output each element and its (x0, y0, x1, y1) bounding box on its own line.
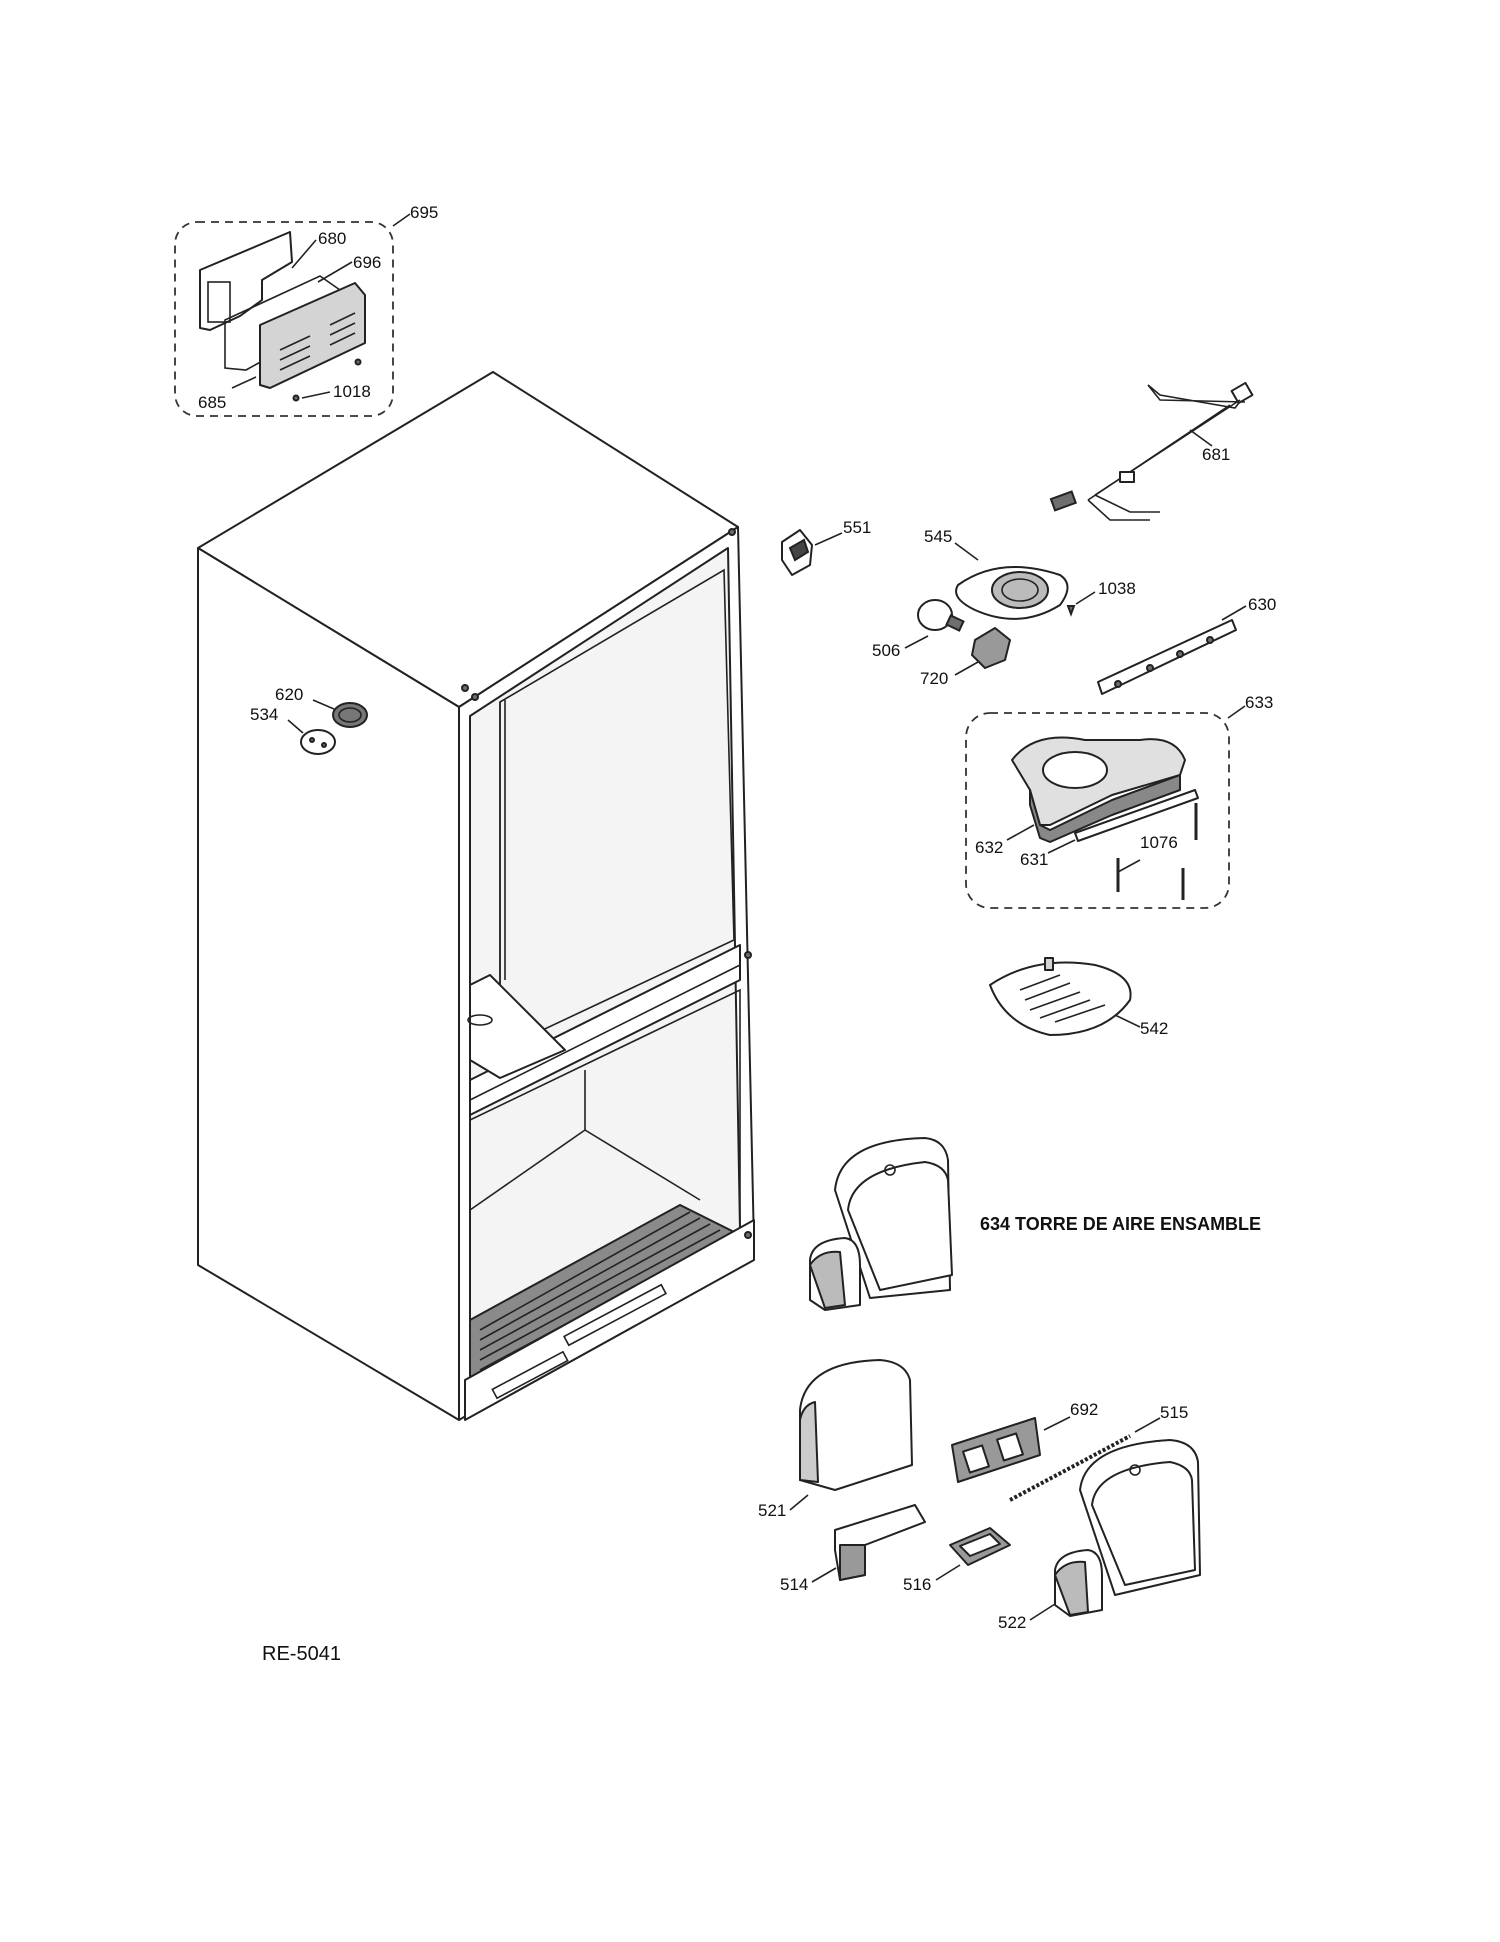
callout-506: 506 (872, 641, 900, 660)
callout-521: 521 (758, 1501, 786, 1520)
callout-720: 720 (920, 669, 948, 688)
part-542-grille: 542 (989, 957, 1168, 1038)
module-695-group: 695 680 696 685 1018 (174, 203, 438, 417)
diagram-code: RE-5041 (262, 1643, 341, 1665)
part-630-board: 630 (1097, 595, 1276, 695)
callout-514: 514 (780, 1575, 808, 1594)
part-634-air-tower: 634 TORRE DE AIRE ENSAMBLE (809, 1137, 1261, 1311)
module-633-group: 633 632 631 1076 (965, 693, 1273, 909)
callout-522: 522 (998, 1613, 1026, 1632)
callout-630: 630 (1248, 595, 1276, 614)
callout-1018: 1018 (333, 382, 371, 401)
callout-1038: 1038 (1098, 579, 1136, 598)
part-692-gasket: 692 (951, 1400, 1098, 1483)
callout-631: 631 (1020, 850, 1048, 869)
part-631-strip (1074, 789, 1199, 842)
callout-632: 632 (975, 838, 1003, 857)
part-506-bulb: 506 (872, 599, 965, 660)
callout-634: 634 TORRE DE AIRE ENSAMBLE (980, 1214, 1261, 1234)
part-551-switch: 551 (781, 518, 871, 576)
part-514-duct: 514 (780, 1504, 926, 1594)
callout-681: 681 (1202, 445, 1230, 464)
callout-633: 633 (1245, 693, 1273, 712)
part-545-light-shield: 545 (924, 527, 1069, 620)
callout-1076: 1076 (1140, 833, 1178, 852)
part-1038-screw: 1038 (1066, 579, 1136, 617)
part-620-534-thermostat: 620 534 (250, 685, 368, 755)
part-521-cover: 521 (758, 1359, 913, 1520)
callout-695: 695 (410, 203, 438, 222)
callout-545: 545 (924, 527, 952, 546)
callout-542: 542 (1140, 1019, 1168, 1038)
callout-696: 696 (353, 253, 381, 272)
part-720-socket: 720 (920, 627, 1011, 688)
part-515-rod: 515 (1009, 1403, 1188, 1502)
callout-620: 620 (275, 685, 303, 704)
part-680-housing (199, 231, 293, 331)
callout-680: 680 (318, 229, 346, 248)
callout-692: 692 (1070, 1400, 1098, 1419)
part-685-cover (259, 282, 366, 389)
callout-685: 685 (198, 393, 226, 412)
callout-515: 515 (1160, 1403, 1188, 1422)
part-516-seal: 516 (903, 1527, 1011, 1594)
refrigerator-cabinet (197, 371, 755, 1421)
callout-551: 551 (843, 518, 871, 537)
callout-534: 534 (250, 705, 278, 724)
callout-516: 516 (903, 1575, 931, 1594)
part-522-air-tower: 522 (998, 1439, 1201, 1632)
part-681-harness: 681 (1049, 381, 1254, 521)
